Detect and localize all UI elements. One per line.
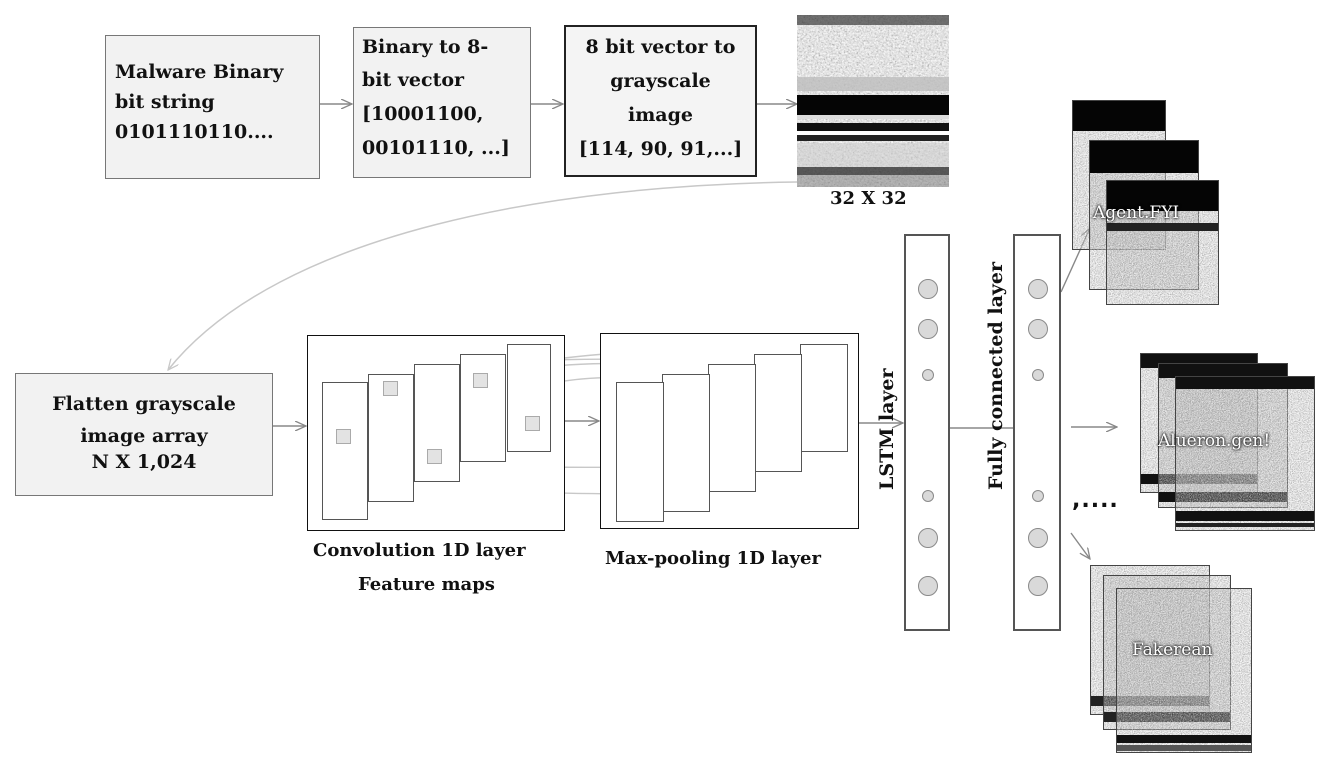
conv-feature-map [414, 364, 460, 482]
conv-kernel [383, 381, 398, 396]
maxpool-frame [600, 333, 859, 529]
more-classes-ellipsis: ,.... [1072, 488, 1119, 513]
grayscale-malware-image [797, 15, 949, 187]
binary-to-vector-line-1: Binary to 8- [362, 36, 489, 58]
conv-kernel [525, 416, 540, 431]
agent-fyi-sample-image [1106, 180, 1219, 305]
conv-feature-map [322, 382, 368, 520]
class-label-alueron: Alueron.gen! [1158, 431, 1271, 451]
vector-to-image-line-1: 8 bit vector to [585, 36, 736, 58]
fc-label: Fully connected layer [985, 261, 1007, 490]
conv-label-line-2: Feature maps [358, 574, 495, 595]
lstm-node [922, 369, 934, 381]
pool-feature-map [754, 354, 802, 472]
class-label-fakerean: Fakerean [1132, 640, 1213, 660]
fc-node [1028, 319, 1048, 339]
flatten-line-3: N X 1,024 [91, 451, 197, 473]
convolution-frame [307, 335, 565, 531]
conv-kernel [336, 429, 351, 444]
fc-node [1028, 279, 1048, 299]
fc-node [1032, 369, 1044, 381]
class-label-agent-fyi: Agent.FYI [1093, 203, 1180, 223]
binary-to-vector-line-2: bit vector [362, 69, 465, 91]
malware-binary-box: Malware Binary bit string 0101110110.... [105, 35, 320, 179]
lstm-node [918, 279, 938, 299]
binary-to-vector-line-3: [10001100, [362, 103, 484, 125]
conv-feature-map [507, 344, 551, 452]
lstm-node [918, 576, 938, 596]
fakerean-sample-image [1116, 588, 1252, 753]
fc-node [1028, 576, 1048, 596]
vector-to-image-line-2: grayscale [610, 70, 711, 92]
vector-to-image-line-4: [114, 90, 91,...] [578, 138, 743, 160]
flatten-line-1: Flatten grayscale [52, 393, 236, 415]
conv-feature-map [460, 354, 506, 462]
image-to-flatten-curve [168, 181, 798, 370]
pool-feature-map [800, 344, 848, 452]
flatten-box: Flatten grayscale image array N X 1,024 [15, 373, 273, 496]
pool-feature-map [616, 382, 664, 522]
lstm-label: LSTM layer [876, 368, 898, 490]
flatten-line-2: image array [80, 425, 208, 447]
vector-to-image-line-3: image [627, 104, 693, 126]
pool-label: Max-pooling 1D layer [605, 548, 821, 569]
conv-label-line-1: Convolution 1D layer [313, 540, 526, 561]
pool-feature-map [662, 374, 710, 512]
malware-binary-line-3: 0101110110.... [115, 121, 274, 143]
fc-node [1032, 490, 1044, 502]
conv-kernel [427, 449, 442, 464]
binary-to-vector-line-4: 00101110, ...] [362, 137, 510, 159]
malware-binary-line-1: Malware Binary [115, 61, 284, 83]
lstm-node [918, 319, 938, 339]
pool-feature-map [708, 364, 756, 492]
malware-binary-line-2: bit string [115, 91, 215, 113]
image-size-label: 32 X 32 [830, 188, 907, 209]
lstm-column [904, 234, 950, 631]
vector-to-image-box: 8 bit vector to grayscale image [114, 90… [564, 25, 757, 177]
alueron-sample-image [1175, 376, 1315, 531]
lstm-node [922, 490, 934, 502]
fc-node [1028, 528, 1048, 548]
conv-kernel [473, 373, 488, 388]
lstm-node [918, 528, 938, 548]
binary-to-vector-box: Binary to 8- bit vector [10001100, 00101… [353, 27, 531, 178]
fc-column [1013, 234, 1061, 631]
